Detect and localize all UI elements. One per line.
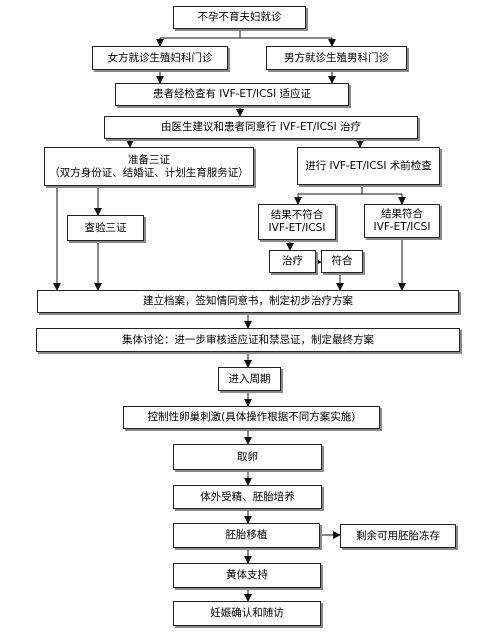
step-preoperative-exam: 进行 IVF-ET/ICSI 术前检查	[297, 147, 440, 185]
step-compliant-label: 符合	[331, 255, 353, 267]
step-verify-certificates: 查验三证	[67, 215, 144, 241]
step-enter-cycle: 进入周期	[218, 367, 281, 391]
step-prepare-certificates-line2: （双方身份证、结婚证、计划生育服务证）	[49, 166, 249, 179]
step-compliant: 符合	[321, 250, 363, 273]
step-result-not-meet-line1: 结果不符合	[270, 209, 324, 221]
step-indication-check-label: 患者经检查有 IVF-ET/ICSI 适应证	[152, 88, 312, 100]
step-preoperative-exam-label: 进行 IVF-ET/ICSI 术前检查	[305, 159, 432, 172]
step-embryo-transfer: 胚胎移植	[173, 523, 320, 548]
step-infertile-couple-visit-label: 不孕不育夫妇就诊	[197, 11, 282, 23]
step-ovarian-stimulation-label: 控制性卵巢刺激(具体操作根据不同方案实施)	[147, 411, 356, 423]
step-result-not-meet-line2: IVF-ET/ICSI	[268, 222, 326, 234]
step-treatment: 治疗	[269, 250, 316, 273]
step-embryo-transfer-label: 胚胎移植	[225, 529, 268, 541]
step-female-clinic-label: 女方就诊生殖妇科门诊	[107, 51, 213, 64]
step-pregnancy-followup: 妊娠确认和随访	[173, 601, 321, 626]
step-embryo-freezing: 剩余可用胚胎冻存	[340, 524, 456, 548]
step-indication-check: 患者经检查有 IVF-ET/ICSI 适应证	[115, 83, 349, 106]
step-pregnancy-followup-label: 妊娠确认和随访	[210, 607, 284, 619]
step-luteal-support: 黄体支持	[173, 563, 321, 588]
step-prepare-certificates: 准备三证（双方身份证、结婚证、计划生育服务证）	[44, 147, 254, 186]
step-ovarian-stimulation: 控制性卵巢刺激(具体操作根据不同方案实施)	[123, 406, 380, 429]
step-male-clinic-label: 男方就诊生殖男科门诊	[284, 51, 389, 64]
step-embryo-freezing-label: 剩余可用胚胎冻存	[356, 529, 440, 542]
step-egg-retrieval: 取卵	[173, 444, 322, 470]
step-treatment-label: 治疗	[282, 255, 303, 267]
step-create-archive: 建立档案，签知情同意书，制定初步治疗方案	[37, 290, 459, 313]
step-verify-certificates-label: 查验三证	[84, 221, 127, 234]
step-doctor-advice-consent-label: 由医生建议和患者同意行 IVF-ET/ICSI 治疗	[160, 121, 362, 133]
step-female-clinic: 女方就诊生殖妇科门诊	[92, 46, 228, 70]
step-egg-retrieval-label: 取卵	[237, 450, 258, 463]
step-create-archive-label: 建立档案，签知情同意书，制定初步治疗方案	[143, 295, 353, 307]
step-ivf-culture: 体外受精、胚胎培养	[173, 485, 322, 509]
step-ivf-culture-label: 体外受精、胚胎培养	[200, 490, 295, 503]
step-group-discussion: 集体讨论：进一步审核适应证和禁忌证，制定最终方案	[36, 328, 460, 352]
step-luteal-support-label: 黄体支持	[226, 569, 268, 581]
step-result-meet-line1: 结果符合	[381, 208, 423, 220]
step-result-meet-line2: IVF-ET/ICSI	[373, 221, 431, 233]
step-group-discussion-label: 集体讨论：进一步审核适应证和禁忌证，制定最终方案	[122, 333, 374, 346]
step-male-clinic: 男方就诊生殖男科门诊	[266, 46, 407, 70]
step-enter-cycle-label: 进入周期	[228, 372, 271, 385]
step-doctor-advice-consent: 由医生建议和患者同意行 IVF-ET/ICSI 治疗	[104, 116, 418, 139]
step-prepare-certificates-line1: 准备三证	[128, 153, 170, 166]
step-infertile-couple-visit: 不孕不育夫妇就诊	[173, 6, 306, 29]
